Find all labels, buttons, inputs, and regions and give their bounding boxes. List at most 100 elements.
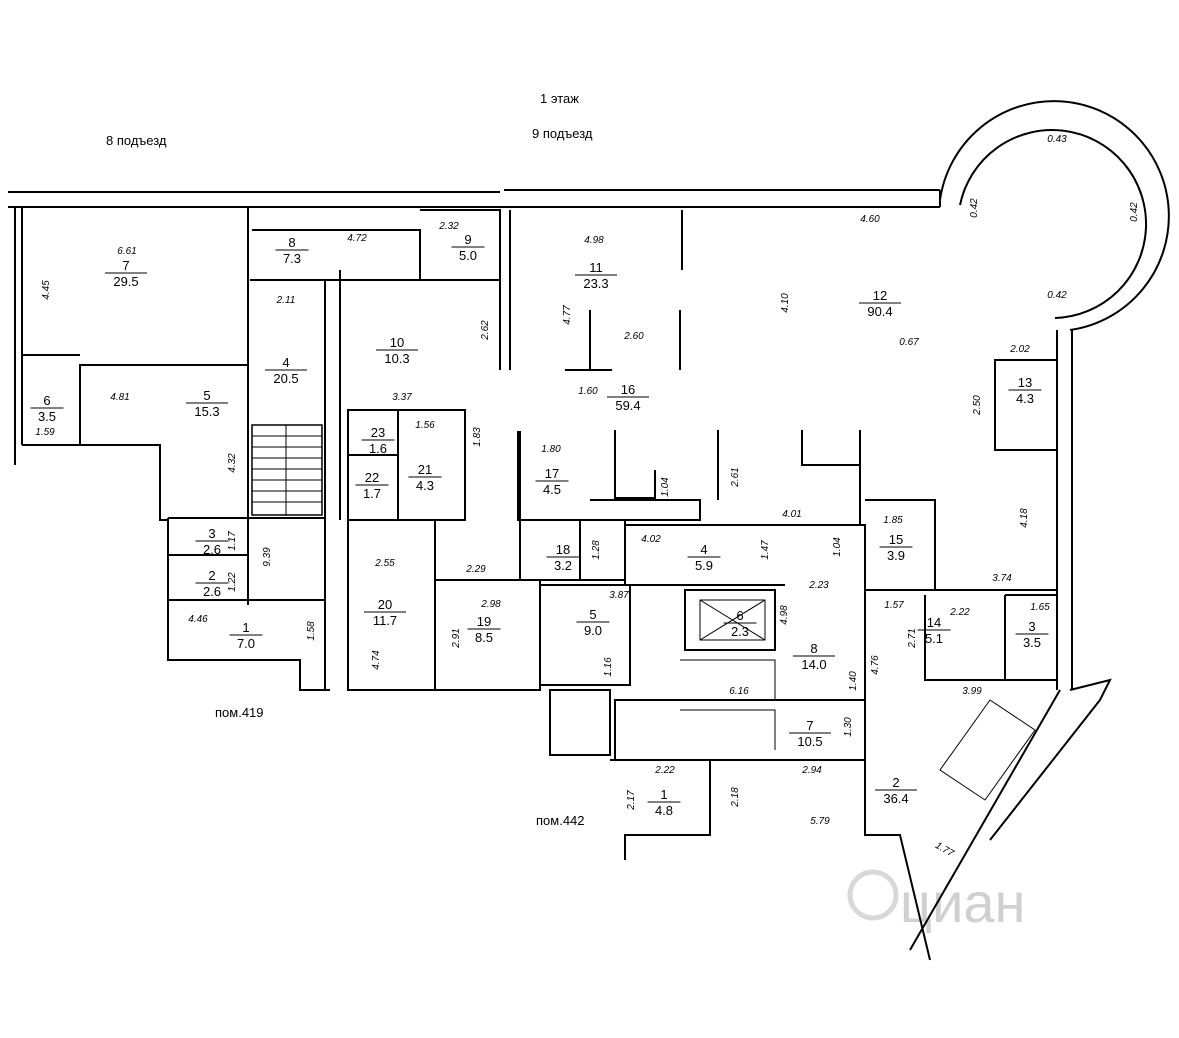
room-area: 3.2: [554, 558, 572, 573]
dimension-label: 2.02: [1009, 344, 1030, 355]
dimension-label: 2.50: [972, 395, 983, 416]
room-area: 20.5: [273, 371, 298, 386]
room-area: 15.3: [194, 404, 219, 419]
room-area: 3.5: [1023, 635, 1041, 650]
room-area: 3.5: [38, 409, 56, 424]
room-area: 23.3: [583, 276, 608, 291]
walls: [8, 100, 1170, 961]
room-area: 29.5: [113, 274, 138, 289]
room-number: 10: [390, 335, 404, 350]
dimension-label: 2.17: [626, 790, 637, 811]
dimension-label: 1.04: [660, 477, 671, 497]
dimension-label: 1.47: [760, 540, 771, 560]
dimension-label: 3.74: [992, 573, 1012, 584]
dimension-label: 6.16: [729, 686, 749, 697]
dimension-label: 2.71: [907, 628, 918, 648]
room-area: 14.0: [801, 657, 826, 672]
dimension-label: 1.16: [603, 657, 614, 677]
dimension-label: 2.55: [374, 558, 395, 569]
room-number: 18: [556, 542, 570, 557]
dimension-label: 1.17: [227, 531, 238, 551]
dimension-label: 2.29: [465, 564, 486, 575]
dimension-label: 2.60: [623, 331, 644, 342]
room-number: 9: [464, 232, 471, 247]
dimension-label: 1.28: [591, 540, 602, 560]
room-area: 4.8: [655, 803, 673, 818]
room-label: 183.2: [546, 542, 580, 573]
room-area: 5.1: [925, 631, 943, 646]
entrance-8-label: 8 подъезд: [106, 133, 167, 148]
room-area: 1.7: [363, 486, 381, 501]
room-number: 8: [810, 641, 817, 656]
dimension-label: 1.22: [227, 572, 238, 592]
dimension-label: 1.56: [415, 420, 435, 431]
floor-title: 1 этаж: [540, 91, 579, 106]
entrance-9-label: 9 подъезд: [532, 126, 593, 141]
room-number: 22: [365, 470, 379, 485]
dimension-label: 3.37: [392, 392, 412, 403]
room-number: 17: [545, 466, 559, 481]
dimension-label: 0.42: [1129, 202, 1140, 222]
room-number: 2: [208, 568, 215, 583]
room-number: 23: [371, 425, 385, 440]
room-area: 4.3: [1016, 391, 1034, 406]
room-number: 6: [736, 608, 743, 623]
dimension-label: 2.62: [480, 320, 491, 341]
room-number: 4: [700, 542, 707, 557]
dimension-label: 2.23: [808, 580, 829, 591]
room-label: 45.9: [687, 542, 721, 573]
room-number: 5: [203, 388, 210, 403]
room-label: 236.4: [875, 775, 917, 806]
room-area: 4.5: [543, 482, 561, 497]
room-area: 9.0: [584, 623, 602, 638]
dimension-label: 6.61: [117, 246, 136, 257]
room-label: 153.9: [879, 532, 913, 563]
room-label: 62.3: [723, 608, 757, 639]
room-area: 10.3: [384, 351, 409, 366]
room-label: 134.3: [1008, 375, 1042, 406]
room-number: 11: [589, 260, 603, 275]
room-number: 6: [43, 393, 50, 408]
dimension-label: 3.99: [962, 686, 982, 697]
room-label: 32.6: [195, 526, 229, 557]
room-area: 10.5: [797, 734, 822, 749]
room-label: 33.5: [1015, 619, 1049, 650]
room-area: 2.3: [731, 624, 749, 639]
dimension-label: 4.72: [347, 233, 367, 244]
premises-419-label: пом.419: [215, 705, 264, 720]
dimension-label: 1.04: [832, 537, 843, 557]
room-label: 221.7: [355, 470, 389, 501]
dimension-label: 1.59: [35, 427, 55, 438]
room-number: 1: [242, 620, 249, 635]
dimension-label: 1.80: [541, 444, 561, 455]
dimension-label: 4.32: [227, 453, 238, 473]
dimension-label: 1.58: [306, 621, 317, 641]
dimension-label: 2.18: [730, 787, 741, 808]
room-area: 4.3: [416, 478, 434, 493]
room-number: 3: [208, 526, 215, 541]
room-label: 145.1: [917, 615, 951, 646]
dimension-label: 1.40: [848, 671, 859, 691]
room-label: 214.3: [408, 462, 442, 493]
room-label: 198.5: [467, 614, 501, 645]
room-number: 14: [927, 615, 941, 630]
room-label: 420.5: [265, 355, 307, 386]
dimension-label: 1.77: [933, 840, 956, 859]
room-area: 2.6: [203, 542, 221, 557]
dimension-label: 4.81: [110, 392, 129, 403]
dimension-label: 2.32: [438, 221, 459, 232]
dimension-label: 4.98: [584, 235, 604, 246]
dimension-label: 9.39: [262, 547, 273, 567]
dimension-label: 4.76: [870, 655, 881, 675]
dimension-label: 0.67: [899, 337, 919, 348]
room-label: 515.3: [186, 388, 228, 419]
dimension-label: 4.45: [41, 280, 52, 300]
dimension-label: 1.60: [578, 386, 598, 397]
dimension-label: 4.77: [562, 305, 573, 325]
room-area: 1.6: [369, 441, 387, 456]
